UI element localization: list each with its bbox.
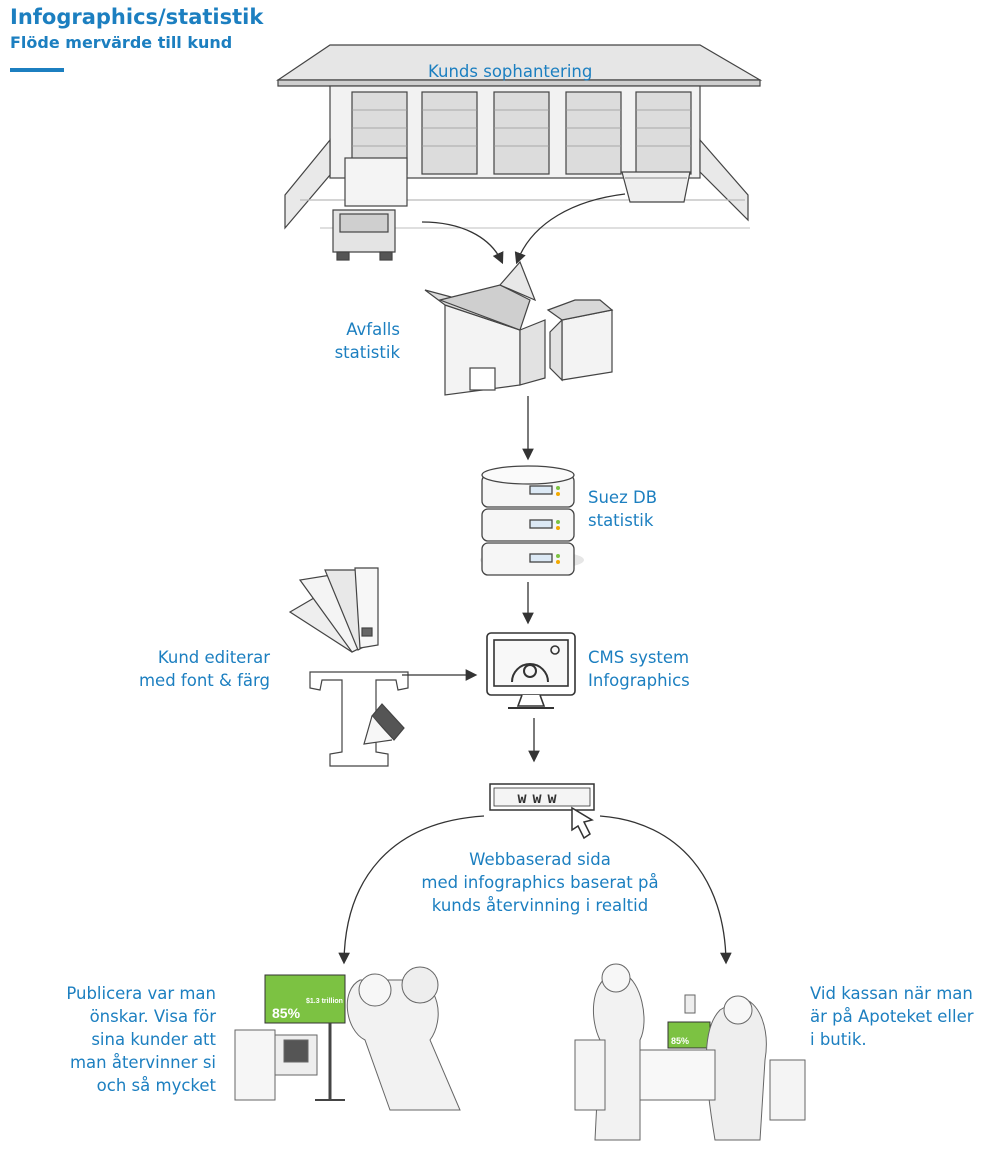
checkout-screen-value: 85% [671, 1036, 689, 1046]
cms-label: CMS system Infographics [588, 648, 690, 690]
kiosk-screen-value: 85% [272, 1005, 301, 1021]
kiosk-screen-amount: $1.3 trillion [306, 998, 343, 1005]
page-subtitle: Flöde mervärde till kund [10, 33, 233, 52]
flow-arrows [338, 193, 732, 965]
website-illustration [489, 783, 595, 840]
warehouse-illustration [276, 44, 763, 261]
font-color-illustration [288, 567, 409, 767]
arrow-container-to-boxes [514, 193, 626, 265]
cms-monitor-illustration [486, 632, 576, 709]
title-underline [10, 68, 64, 72]
waste-stats-label: Avfalls statistik [334, 320, 400, 362]
customer-edit-label: Kund editerar med font & färg [138, 648, 270, 690]
checkout-scene-illustration [574, 963, 806, 1141]
kiosk-scene-illustration [234, 966, 461, 1111]
arrow-web-to-checkout [599, 815, 732, 965]
database-illustration [480, 465, 584, 576]
arrow-truck-to-boxes [421, 221, 504, 265]
arrow-web-to-publish [338, 815, 485, 965]
page-title: Infographics/statistik [10, 5, 264, 29]
checkout-label: Vid kassan när man är på Apoteket eller … [810, 984, 974, 1049]
warehouse-label: Kunds sophantering [428, 62, 593, 81]
boxes-illustration [424, 260, 614, 396]
web-label: Webbaserad sida med infographics baserat… [421, 850, 659, 915]
publish-label: Publicera var man önskar. Visa för sina … [66, 984, 216, 1095]
database-label: Suez DB statistik [588, 488, 658, 530]
url-text: www [517, 789, 562, 807]
